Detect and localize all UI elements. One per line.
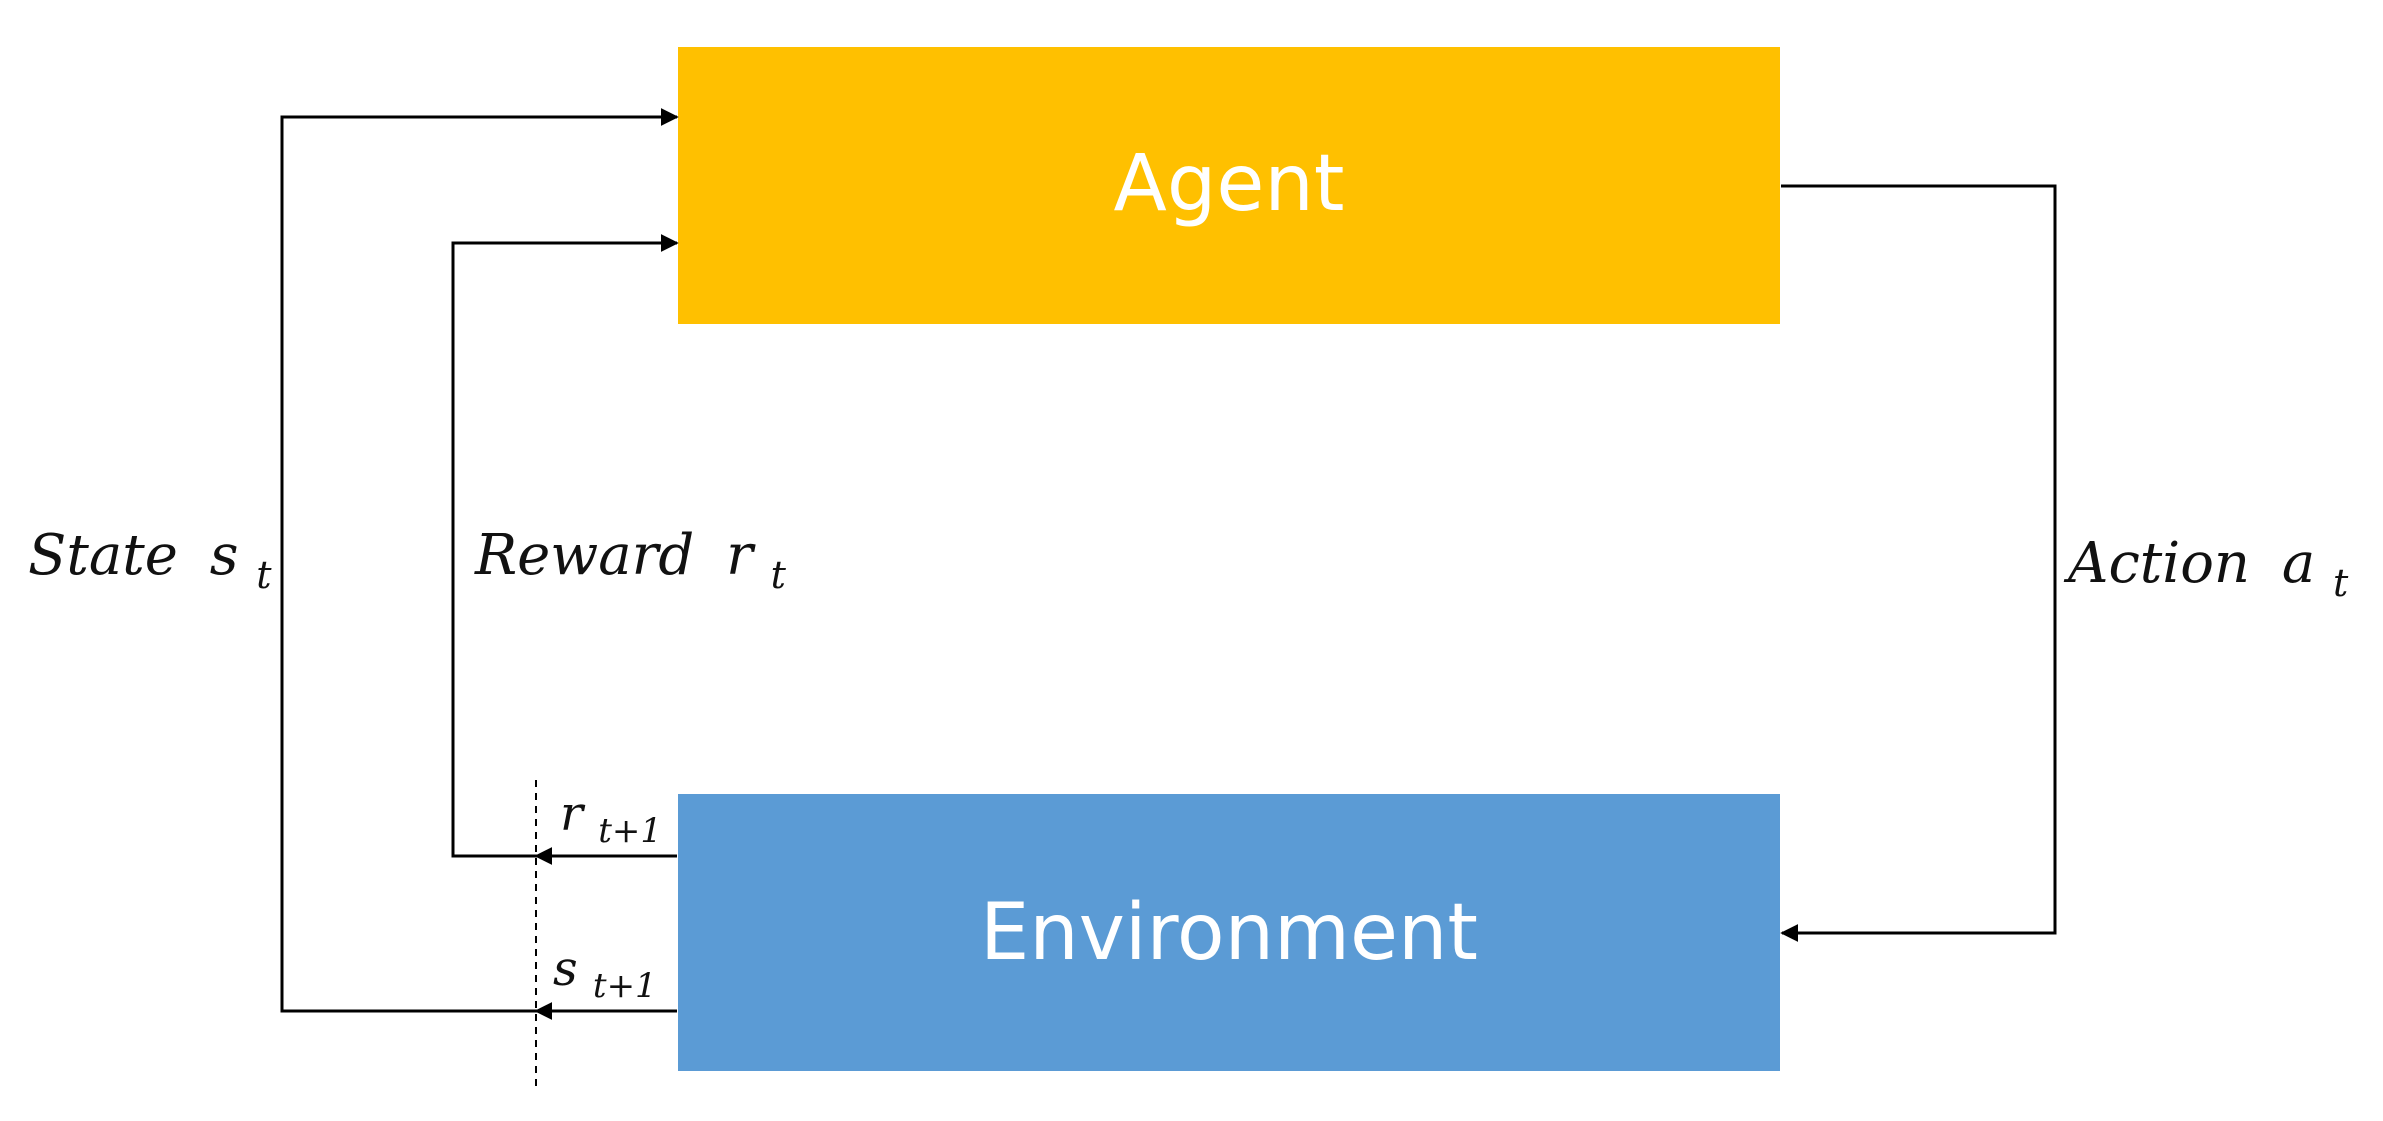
state-arrow [280,108,679,1013]
reward-subscript: t [771,553,787,597]
environment-box [678,794,1780,1071]
state-word: State [28,523,178,588]
environment-node: Environment [678,794,1780,1071]
next-reward-symbol: r [560,786,586,842]
state-symbol: s [210,523,239,588]
agent-label: Agent [1114,139,1345,229]
action-word: Action [2063,531,2250,596]
agent-node: Agent [678,47,1780,324]
agent-box [678,47,1780,324]
next-state-label: s t+1 [553,941,657,1006]
next-state-symbol: s [553,941,578,997]
state-subscript: t [256,553,272,597]
environment-label: Environment [980,888,1478,978]
reward-symbol: r [726,523,756,588]
next-reward-subscript: t+1 [598,811,662,851]
next-reward-label: r t+1 [560,786,662,851]
reward-label: Reward r t [474,523,787,597]
reward-word: Reward [474,523,694,588]
action-subscript: t [2333,561,2349,605]
next-state-subscript: t+1 [593,966,657,1006]
action-label: Action a t [2063,531,2349,605]
action-arrow [1780,184,2057,942]
action-symbol: a [2282,531,2315,596]
state-label: State s t [28,523,272,597]
